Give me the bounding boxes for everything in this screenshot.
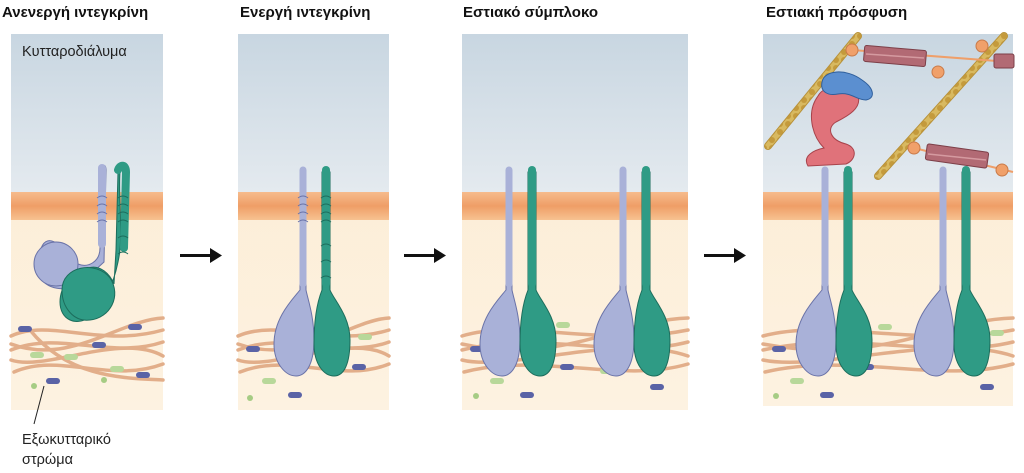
ecm-label-line1: Εξωκυτταρικό	[22, 432, 111, 448]
panel-active-integrin	[236, 34, 391, 410]
panel-title-focal-adhesion: Εστιακή πρόσφυση	[766, 4, 908, 21]
arrow-right-icon	[704, 248, 746, 263]
integrin-icon	[479, 166, 557, 377]
ecm-particles	[18, 324, 150, 389]
ecm-pointer-line	[33, 385, 45, 425]
panel-focal-adhesion	[761, 32, 1015, 406]
ecm-label-line2: στρώμα	[22, 452, 73, 468]
myosin-icon	[845, 39, 1015, 177]
integrin-icon	[593, 166, 671, 377]
panel-focal-complex	[460, 34, 690, 410]
cytoplasm-label: Κυτταροδιάλυμα	[22, 44, 127, 60]
panel-title-inactive: Ανενεργή ιντεγκρίνη	[2, 4, 149, 21]
panel-inactive-integrin	[9, 34, 165, 410]
integrin-icon	[795, 166, 873, 377]
panel-title-active: Ενεργή ιντεγκρίνη	[240, 4, 371, 21]
vinculin-icon	[821, 71, 873, 101]
arrow-right-icon	[404, 248, 446, 263]
panel-title-focal-complex: Εστιακό σύμπλοκο	[463, 4, 598, 21]
arrow-right-icon	[180, 248, 222, 263]
integrin-icon	[913, 166, 991, 377]
integrin-icon	[33, 161, 131, 322]
integrin-icon	[273, 166, 351, 377]
